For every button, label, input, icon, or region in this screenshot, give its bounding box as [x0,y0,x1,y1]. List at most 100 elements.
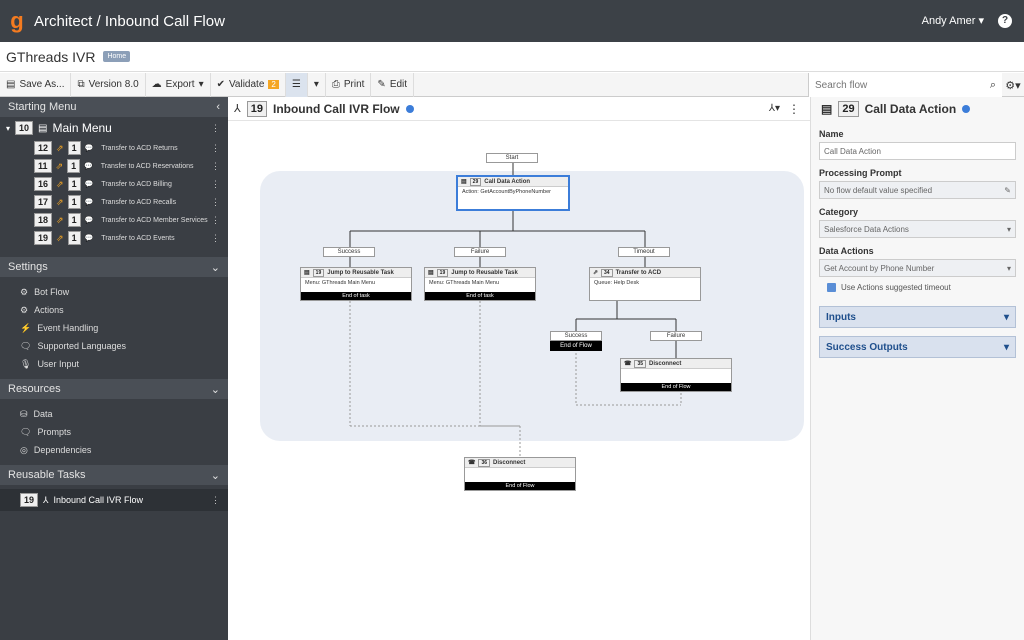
reusable-tasks-header[interactable]: Reusable Tasks⌄ [0,465,228,485]
transfer-failure-label[interactable]: Failure [650,331,702,341]
starting-menu-header[interactable]: Starting Menu‹ [0,97,228,117]
sidebar-task[interactable]: 17⇗1💬Transfer to ACD Recalls⋮ [0,193,228,211]
list-view-button[interactable]: ☰ [285,72,308,97]
copy-icon: ⧉ [77,79,85,90]
task-id: 11 [34,159,52,173]
settings-item-label: Supported Languages [37,341,127,351]
more-icon[interactable]: ⋮ [211,160,220,171]
reusable-task-item[interactable]: 19 ⅄ Inbound Call IVR Flow ⋮ [0,489,228,511]
info-icon[interactable] [962,105,971,113]
resources-item[interactable]: ◎Dependencies [0,441,228,459]
settings-header[interactable]: Settings⌄ [0,257,228,277]
caret-down-icon[interactable]: ▾ [6,123,11,133]
transfer-icon: ⇗ [56,196,64,207]
sidebar-task[interactable]: 12⇗1💬Transfer to ACD Returns⋮ [0,139,228,157]
failure-label[interactable]: Failure [454,247,506,257]
gear-icon[interactable]: ⚙▾ [1005,79,1021,92]
reusable-task-label: Inbound Call IVR Flow [53,495,144,505]
node-id: 29 [469,177,482,186]
search-icon[interactable]: ⌕ [989,78,996,91]
transfer-success-label[interactable]: Success [550,331,602,341]
sidebar-task[interactable]: 18⇗1💬Transfer to ACD Member Services⋮ [0,211,228,229]
more-icon[interactable]: ⋮ [211,214,220,225]
more-icon[interactable]: ⋮ [211,122,220,133]
timeout-checkbox[interactable]: Use Actions suggested timeout [811,283,1024,292]
sidebar-task[interactable]: 16⇗1💬Transfer to ACD Billing⋮ [0,175,228,193]
genesys-logo-icon[interactable]: g [10,8,24,33]
task-sub-id: 1 [67,195,81,209]
more-icon[interactable]: ⋮ [211,232,220,243]
chevron-down-icon[interactable]: ⌄ [210,383,220,396]
task-sub-id: 1 [67,177,81,191]
name-input[interactable]: Call Data Action [819,142,1016,160]
sidebar-task[interactable]: 19⇗1💬Transfer to ACD Events⋮ [0,229,228,247]
more-icon[interactable]: ⋮ [211,178,220,189]
resources-item-label: Dependencies [33,445,92,455]
save-as-button[interactable]: ▤Save As... [0,72,72,97]
success-outputs-section[interactable]: Success Outputs▾ [819,336,1016,358]
search-input[interactable] [815,79,975,91]
connector-lines [349,163,682,457]
main-menu-item[interactable]: ▾ 10 ▤ Main Menu ⋮ [0,117,228,139]
settings-item[interactable]: 🎙User Input [0,355,228,373]
sidebar-task[interactable]: 11⇗1💬Transfer to ACD Reservations⋮ [0,157,228,175]
chevron-down-icon[interactable]: ⌄ [210,261,220,274]
settings-item[interactable]: ⚡Event Handling [0,319,228,337]
flow-tree-icon: ⅄ [43,494,49,505]
chevron-left-icon[interactable]: ‹ [216,101,220,113]
version-button[interactable]: ⧉Version 8.0 [71,72,146,97]
edit-button[interactable]: ✎Edit [371,72,415,97]
resources-header[interactable]: Resources⌄ [0,379,228,399]
layout-icon[interactable]: ⅄▾ [768,103,780,114]
list-view-dropdown[interactable]: ▾ [308,72,326,97]
help-icon[interactable]: ? [998,14,1012,28]
timeout-label[interactable]: Timeout [618,247,670,257]
resources-item[interactable]: 🗨Prompts [0,423,228,441]
more-icon[interactable]: ⋮ [211,142,220,153]
resources-item-label: Prompts [37,427,71,437]
user-menu[interactable]: Andy Amer ▾ [921,15,984,27]
transfer-icon: ⇗ [56,178,64,189]
speech-icon: 💬 [84,145,94,152]
settings-item[interactable]: ⚙Bot Flow [0,283,228,301]
start-node[interactable]: Start [486,153,538,163]
info-icon[interactable] [405,104,414,113]
data-icon: ▤ [821,102,833,116]
inputs-section[interactable]: Inputs▾ [819,306,1016,328]
task-label: Transfer to ACD Billing [101,180,172,188]
pencil-icon[interactable]: ✎ [1004,185,1011,195]
settings-item[interactable]: 🗨Supported Languages [0,337,228,355]
print-button[interactable]: ⎙Print [326,72,372,97]
data-actions-select[interactable]: Get Account by Phone Number▾ [819,259,1016,277]
more-icon[interactable]: ⋮ [211,196,220,207]
task-sub-id: 1 [67,231,81,245]
resources-item[interactable]: ⛁Data [0,405,228,423]
sidebar: Starting Menu‹ ▾ 10 ▤ Main Menu ⋮ 12⇗1💬T… [0,97,228,640]
flow-tree-icon: ⅄ [234,103,241,115]
node-end-label: End of task [425,292,535,300]
task-label: Transfer to ACD Recalls [101,198,177,206]
export-label: Export [165,79,195,90]
panel-header: ▤ 29 Call Data Action [811,97,1024,121]
category-select[interactable]: Salesforce Data Actions▾ [819,220,1016,238]
checkbox-checked-icon[interactable] [827,283,836,292]
prompt-input[interactable]: No flow default value specified✎ [819,181,1016,199]
more-icon[interactable]: ⋮ [788,101,800,116]
node-end-label: End of Flow [465,482,575,490]
export-button[interactable]: ☁Export▾ [146,72,211,97]
settings-item[interactable]: ⚙Actions [0,301,228,319]
success-label[interactable]: Success [323,247,375,257]
chevron-down-icon[interactable]: ⌄ [210,469,220,482]
more-icon[interactable]: ⋮ [211,494,220,505]
